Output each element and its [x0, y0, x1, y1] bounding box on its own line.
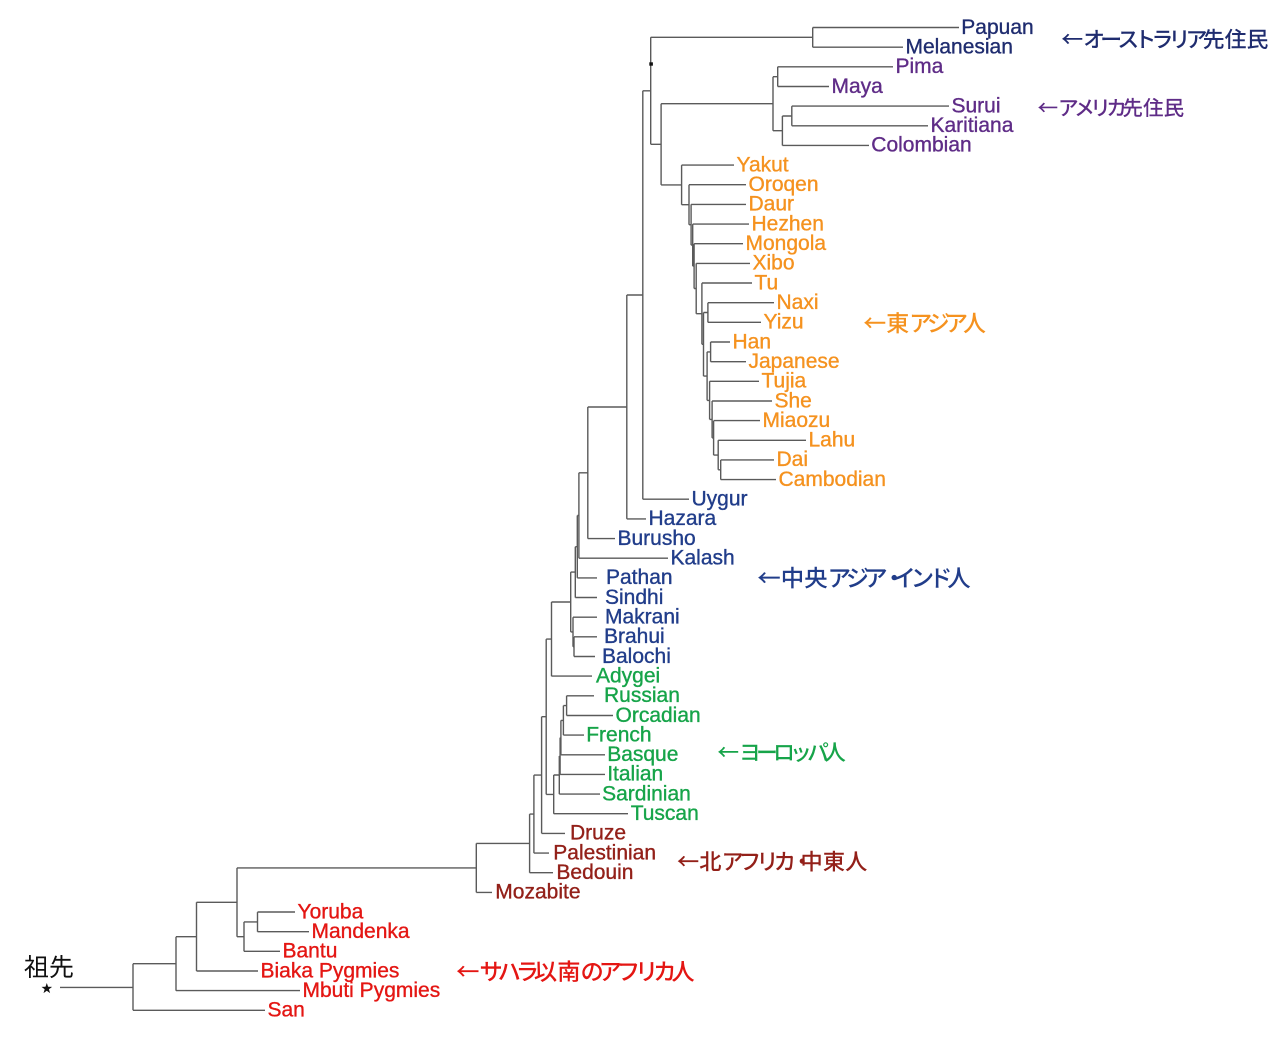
svg-text:Xibo: Xibo: [753, 252, 795, 275]
svg-text:Mbuti Pygmies: Mbuti Pygmies: [303, 979, 441, 1002]
svg-text:Kalash: Kalash: [671, 547, 735, 570]
svg-text:Karitiana: Karitiana: [931, 114, 1014, 137]
svg-text:Palestinian: Palestinian: [553, 841, 656, 864]
svg-text:Tujia: Tujia: [762, 370, 807, 393]
svg-text:Yoruba: Yoruba: [298, 900, 364, 923]
svg-text:Pathan: Pathan: [606, 566, 673, 589]
svg-text:Brahui: Brahui: [604, 625, 665, 648]
svg-text:Tu: Tu: [755, 271, 779, 294]
svg-text:Yakut: Yakut: [737, 153, 789, 176]
svg-text:Lahu: Lahu: [809, 429, 856, 452]
svg-text:San: San: [268, 999, 305, 1022]
svg-text:Pima: Pima: [896, 55, 944, 78]
svg-text:Russian: Russian: [604, 684, 680, 707]
svg-text:Hazara: Hazara: [649, 507, 717, 530]
svg-text:Mongola: Mongola: [746, 232, 827, 255]
svg-text:Miaozu: Miaozu: [763, 409, 831, 432]
svg-text:Italian: Italian: [607, 763, 663, 786]
svg-text:French: French: [586, 723, 651, 746]
svg-text:Surui: Surui: [952, 94, 1001, 117]
svg-text:Orcadian: Orcadian: [616, 704, 701, 727]
svg-text:Bantu: Bantu: [283, 940, 338, 963]
svg-text:Mozabite: Mozabite: [495, 881, 580, 904]
svg-text:Han: Han: [733, 330, 772, 353]
svg-text:Makrani: Makrani: [605, 606, 680, 629]
svg-text:Dai: Dai: [777, 448, 809, 471]
svg-text:Balochi: Balochi: [602, 645, 671, 668]
svg-text:Basque: Basque: [607, 743, 678, 766]
svg-text:Japanese: Japanese: [749, 350, 840, 373]
svg-text:Druze: Druze: [570, 822, 626, 845]
svg-text:Maya: Maya: [832, 75, 884, 98]
svg-text:Hezhen: Hezhen: [752, 212, 824, 235]
svg-text:Biaka Pygmies: Biaka Pygmies: [261, 959, 400, 982]
svg-text:Colombian: Colombian: [871, 134, 971, 157]
svg-text:Daur: Daur: [749, 193, 795, 216]
svg-text:Tuscan: Tuscan: [631, 802, 699, 825]
svg-text:Uygur: Uygur: [692, 488, 748, 511]
svg-text:Adygei: Adygei: [596, 664, 660, 687]
svg-text:Mandenka: Mandenka: [312, 920, 410, 943]
svg-text:Naxi: Naxi: [777, 291, 819, 314]
svg-text:Papuan: Papuan: [961, 16, 1033, 39]
svg-text:Melanesian: Melanesian: [906, 36, 1013, 59]
svg-text:Bedouin: Bedouin: [556, 861, 633, 884]
svg-text:She: She: [775, 389, 812, 412]
svg-text:Cambodian: Cambodian: [779, 468, 886, 491]
svg-text:Oroqen: Oroqen: [749, 173, 819, 196]
svg-text:Yizu: Yizu: [764, 311, 804, 334]
svg-text:Burusho: Burusho: [618, 527, 696, 550]
svg-text:Sindhi: Sindhi: [605, 586, 663, 609]
svg-text:Sardinian: Sardinian: [602, 782, 691, 805]
